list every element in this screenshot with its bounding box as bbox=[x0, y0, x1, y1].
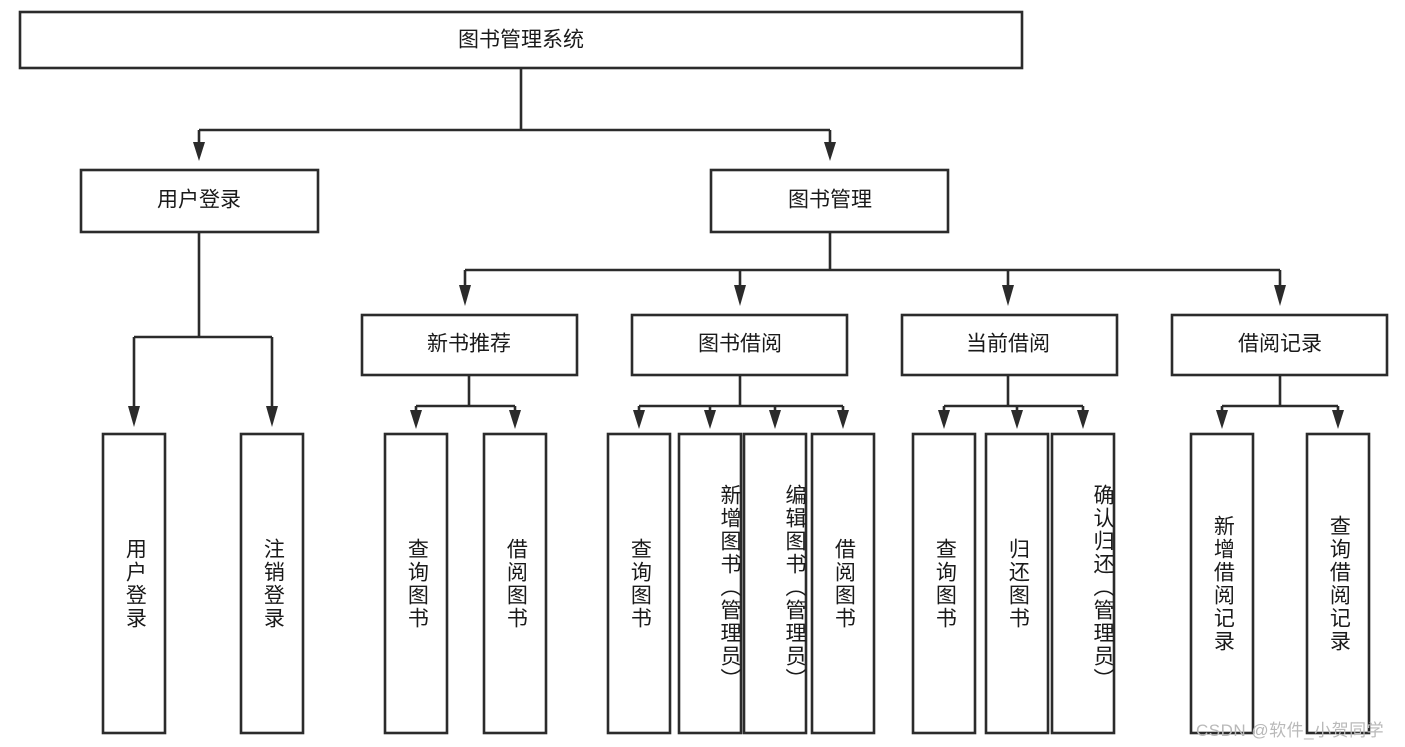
arrow-root-to-book-mgmt bbox=[824, 142, 836, 161]
node-book-borrow[interactable]: 图书借阅 bbox=[630, 313, 849, 377]
leaf-box-logout[interactable] bbox=[239, 432, 305, 735]
leaf-boxes bbox=[101, 432, 1371, 735]
leaf-label-edit-book-admin: 编辑图书（管理员） bbox=[783, 484, 806, 691]
leaf-label-user-login: 用户登录 bbox=[123, 537, 147, 630]
arrow-bookmgmt-to-newbook bbox=[459, 285, 471, 306]
arrow-userlogin-to-leaf2 bbox=[266, 406, 278, 427]
leaf-box-borrow-book[interactable] bbox=[810, 432, 876, 735]
arrow-bookmgmt-to-borrow bbox=[734, 285, 746, 306]
arrow-borrow-to-leaf2 bbox=[704, 410, 716, 429]
node-borrow-records[interactable]: 借阅记录 bbox=[1170, 313, 1389, 377]
node-book-mgmt-label: 图书管理 bbox=[788, 189, 872, 212]
leaf-box-add-borrow-record[interactable] bbox=[1189, 432, 1255, 735]
node-new-book-recommend-box[interactable] bbox=[360, 313, 579, 377]
node-current-borrow[interactable]: 当前借阅 bbox=[900, 313, 1119, 377]
leaf-box-edit-book-admin[interactable] bbox=[742, 432, 808, 735]
arrow-root-to-user-login bbox=[193, 142, 205, 161]
arrow-newbook-to-leaf2 bbox=[509, 410, 521, 429]
node-new-book-recommend[interactable]: 新书推荐 bbox=[360, 313, 579, 377]
edge-group-book-mgmt bbox=[459, 232, 1286, 306]
leaf-box-query-book-recommend[interactable] bbox=[383, 432, 449, 735]
node-root-label: 图书管理系统 bbox=[458, 29, 584, 52]
edge-group-newbook bbox=[410, 375, 521, 429]
leaf-label-add-book-admin: 新增图书（管理员） bbox=[718, 484, 741, 691]
leaf-box-borrow-book-recommend[interactable] bbox=[482, 432, 548, 735]
arrow-current-to-leaf1 bbox=[938, 410, 950, 429]
leaf-label-borrow-book: 借阅图书 bbox=[832, 537, 856, 630]
node-user-login[interactable]: 用户登录 bbox=[79, 168, 320, 234]
arrow-records-to-leaf2 bbox=[1332, 410, 1344, 429]
leaf-box-query-book-borrow[interactable] bbox=[606, 432, 672, 735]
node-new-book-recommend-label: 新书推荐 bbox=[427, 333, 511, 356]
node-user-login-label: 用户登录 bbox=[157, 189, 241, 212]
arrow-borrow-to-leaf1 bbox=[633, 410, 645, 429]
node-user-login-box[interactable] bbox=[79, 168, 320, 234]
leaf-label-logout: 注销登录 bbox=[261, 537, 285, 630]
arrow-newbook-to-leaf1 bbox=[410, 410, 422, 429]
edge-group-user-login bbox=[128, 232, 278, 427]
arrow-bookmgmt-to-current bbox=[1002, 285, 1014, 306]
edge-group-current bbox=[938, 375, 1089, 429]
edge-group-root bbox=[193, 68, 836, 161]
node-root[interactable]: 图书管理系统 bbox=[18, 10, 1024, 70]
leaf-box-confirm-return-admin[interactable] bbox=[1050, 432, 1116, 735]
node-book-borrow-label: 图书借阅 bbox=[698, 333, 782, 356]
arrow-current-to-leaf3 bbox=[1077, 410, 1089, 429]
csdn-watermark: CSDN @软件_小贺同学 bbox=[1196, 721, 1385, 740]
node-book-mgmt[interactable]: 图书管理 bbox=[709, 168, 950, 234]
arrow-bookmgmt-to-records bbox=[1274, 285, 1286, 306]
arrow-userlogin-to-leaf1 bbox=[128, 406, 140, 427]
leaf-label-query-book-recommend: 查询图书 bbox=[405, 537, 429, 630]
leaf-label-query-borrow-record: 查询借阅记录 bbox=[1327, 514, 1351, 653]
edge-group-records bbox=[1216, 375, 1344, 429]
node-book-mgmt-box[interactable] bbox=[709, 168, 950, 234]
edge-group-borrow bbox=[633, 375, 849, 429]
leaf-box-query-borrow-record[interactable] bbox=[1305, 432, 1371, 735]
arrow-borrow-to-leaf3 bbox=[769, 410, 781, 429]
node-borrow-records-label: 借阅记录 bbox=[1238, 333, 1322, 356]
leaf-box-add-book-admin[interactable] bbox=[677, 432, 743, 735]
node-book-borrow-box[interactable] bbox=[630, 313, 849, 377]
arrow-borrow-to-leaf4 bbox=[837, 410, 849, 429]
leaf-label-return-book: 归还图书 bbox=[1006, 537, 1030, 630]
node-root-box[interactable] bbox=[18, 10, 1024, 70]
arrow-current-to-leaf2 bbox=[1011, 410, 1023, 429]
leaf-box-query-book-current[interactable] bbox=[911, 432, 977, 735]
leaf-label-query-book-borrow: 查询图书 bbox=[628, 537, 652, 630]
node-current-borrow-label: 当前借阅 bbox=[966, 333, 1050, 356]
arrow-records-to-leaf1 bbox=[1216, 410, 1228, 429]
leaf-label-query-book-current: 查询图书 bbox=[933, 537, 957, 630]
leaf-label-confirm-return-admin: 确认归还（管理员） bbox=[1091, 484, 1114, 691]
leaf-box-user-login[interactable] bbox=[101, 432, 167, 735]
leaf-label-add-borrow-record: 新增借阅记录 bbox=[1211, 514, 1235, 653]
node-borrow-records-box[interactable] bbox=[1170, 313, 1389, 377]
node-current-borrow-box[interactable] bbox=[900, 313, 1119, 377]
leaf-label-borrow-book-recommend: 借阅图书 bbox=[504, 537, 528, 630]
leaf-box-return-book[interactable] bbox=[984, 432, 1050, 735]
